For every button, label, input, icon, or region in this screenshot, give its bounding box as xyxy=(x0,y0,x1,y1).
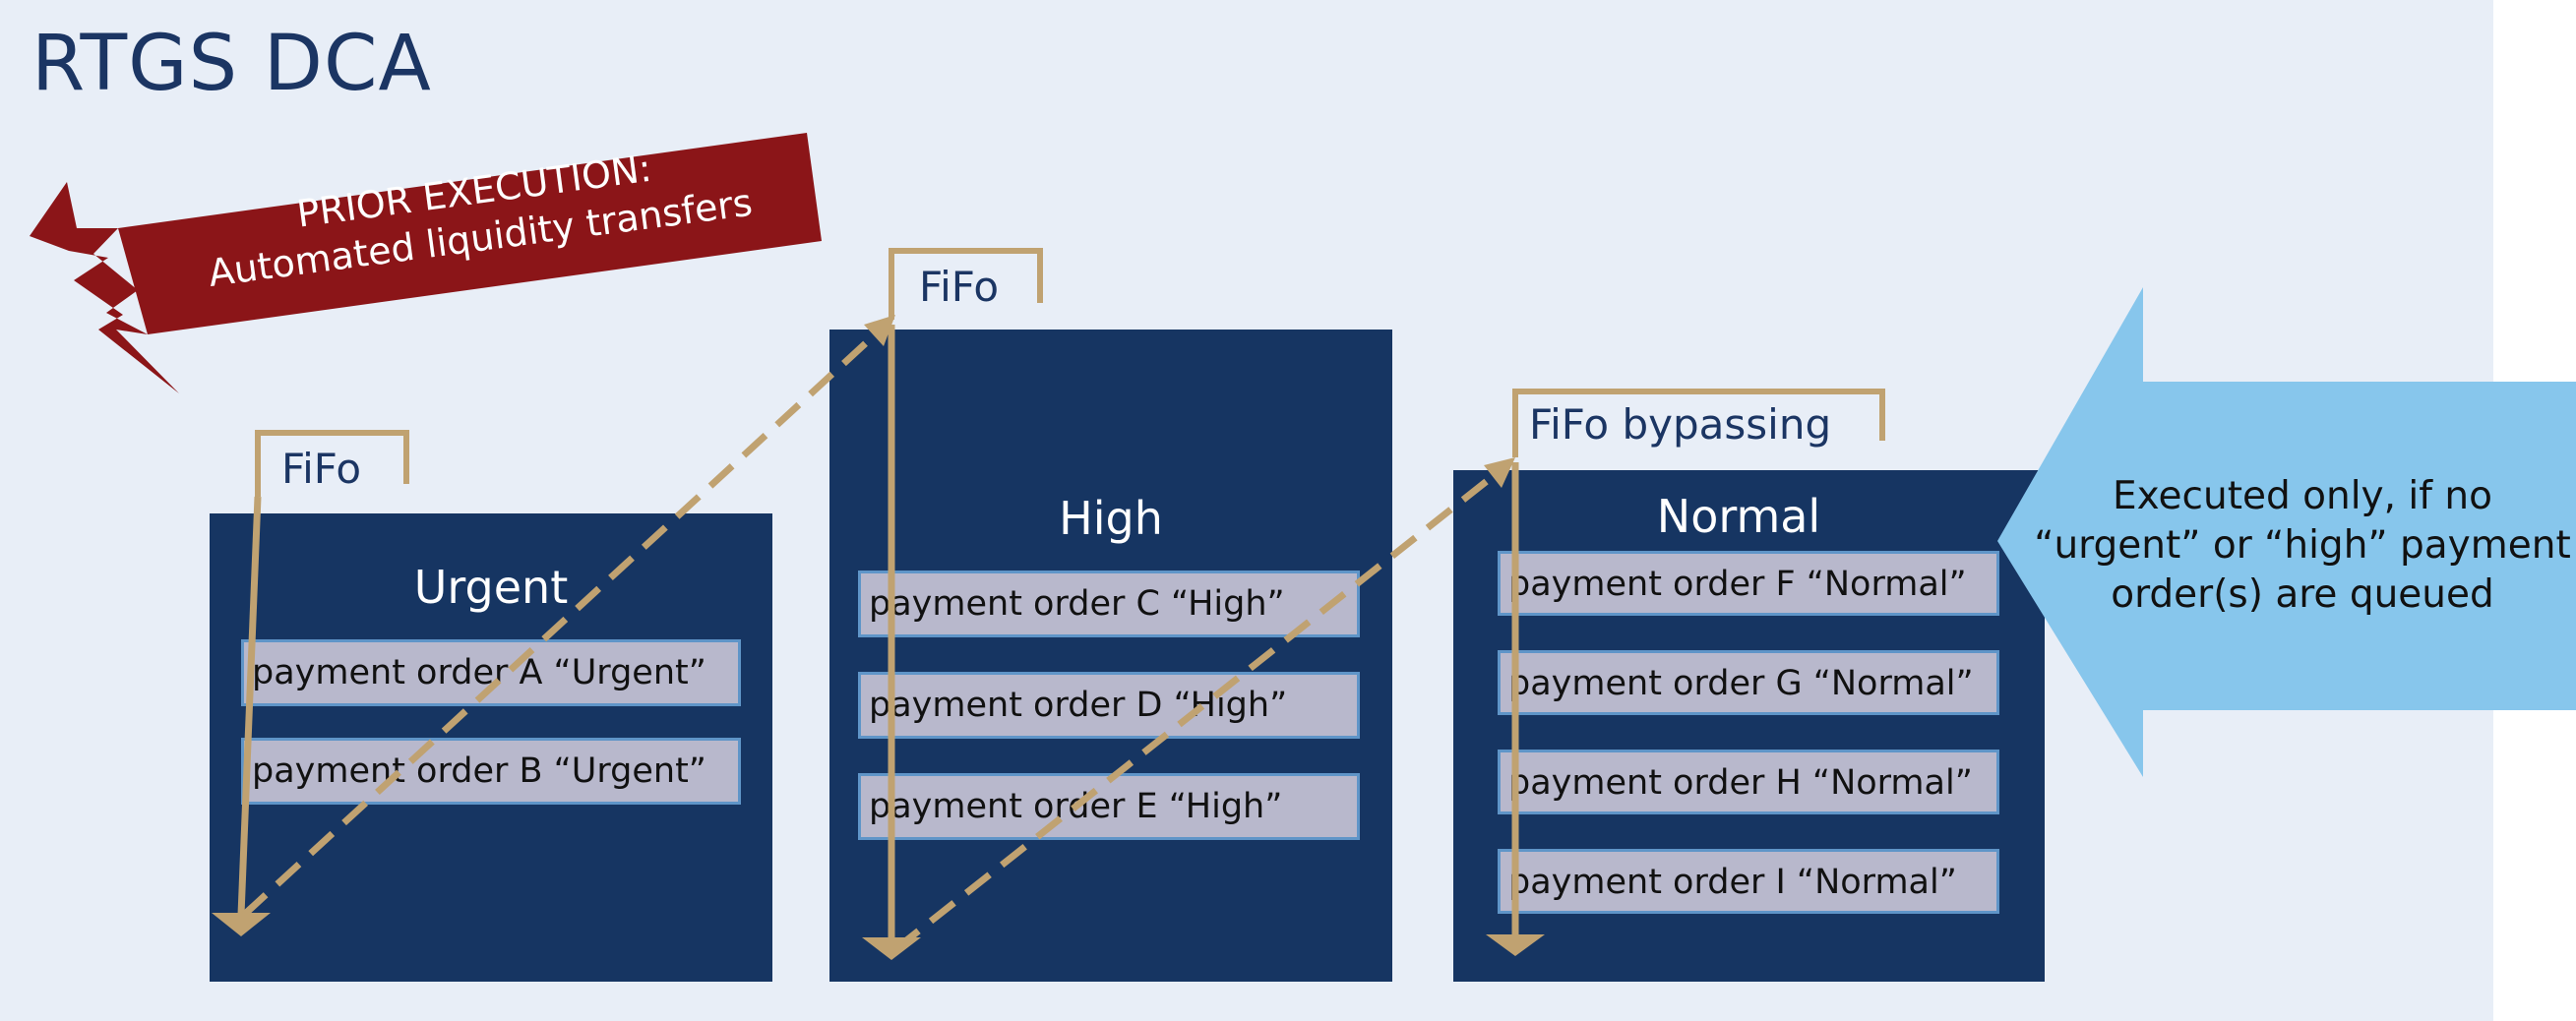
payment-order-e: payment order E “High” xyxy=(858,773,1360,840)
payment-order-g: payment order G “Normal” xyxy=(1498,650,1999,715)
payment-order-h: payment order H “Normal” xyxy=(1498,750,1999,814)
page-title: RTGS DCA xyxy=(31,20,432,108)
normal-fifo-bracket xyxy=(1512,389,1885,457)
callout-text: Executed only, if no “urgent” or “high” … xyxy=(2017,472,2576,620)
normal-fifo-label: FiFo bypassing xyxy=(1529,400,1832,449)
callout-line2: “urgent” or “high” payment xyxy=(2034,523,2571,568)
urgent-flow-arrow xyxy=(237,496,262,916)
high-to-normal-transition xyxy=(892,467,1503,952)
urgent-to-high-transition xyxy=(241,327,884,918)
callout-line1: Executed only, if no xyxy=(2113,474,2492,518)
lightning-bolt-icon xyxy=(30,182,179,393)
high-fifo-bracket xyxy=(889,248,1043,320)
high-to-normal-arrowhead xyxy=(1484,457,1515,488)
normal-queue-label: Normal xyxy=(1656,490,1821,543)
high-queue: High xyxy=(829,330,1392,982)
payment-order-i: payment order I “Normal” xyxy=(1498,849,1999,914)
urgent-to-high-arrowhead xyxy=(864,315,895,346)
urgent-queue-label: Urgent xyxy=(413,561,569,614)
payment-order-a: payment order A “Urgent” xyxy=(241,639,741,706)
high-arrowhead xyxy=(862,937,921,960)
payment-order-d: payment order D “High” xyxy=(858,672,1360,739)
urgent-arrowhead xyxy=(212,913,271,936)
payment-order-c: payment order C “High” xyxy=(858,571,1360,637)
banner-shape xyxy=(118,133,822,334)
callout-arrow-shape xyxy=(1997,287,2576,777)
high-queue-label: High xyxy=(1059,492,1163,545)
urgent-fifo-bracket xyxy=(255,430,409,497)
payment-order-f: payment order F “Normal” xyxy=(1498,551,1999,616)
urgent-fifo-label: FiFo xyxy=(281,445,362,493)
callout-line3: order(s) are queued xyxy=(2111,572,2494,617)
high-fifo-label: FiFo xyxy=(919,263,1000,311)
payment-order-b: payment order B “Urgent” xyxy=(241,738,741,805)
normal-arrowhead xyxy=(1486,934,1545,956)
